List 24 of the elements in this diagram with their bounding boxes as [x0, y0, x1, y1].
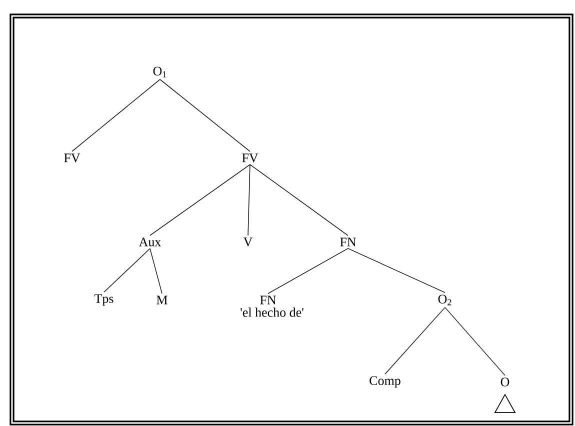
tree-label: O$_{2}$	[438, 294, 452, 306]
tree-label: Tps	[94, 294, 114, 306]
branch-line	[250, 164, 348, 236]
tree-label: FN	[340, 238, 356, 246]
branch-line	[150, 248, 162, 294]
tree-label: Comp	[370, 376, 400, 388]
branch-line	[104, 248, 150, 293]
tree-label: M	[156, 296, 168, 304]
branch-line	[444, 307, 506, 376]
tree-label: FV	[242, 154, 258, 162]
tree-label: O$_{1}$	[153, 66, 166, 78]
tree-label: FV	[64, 154, 80, 162]
branch-line	[348, 248, 446, 293]
branch-line	[248, 164, 250, 236]
node-caption: 'el hecho de'	[240, 308, 304, 317]
branch-line	[268, 248, 348, 294]
tree-label: Aux	[138, 238, 162, 246]
tree-label: O	[500, 378, 510, 386]
tree-label: V	[243, 238, 253, 246]
branch-line	[72, 79, 160, 152]
branch-line	[384, 307, 446, 374]
branch-line	[160, 79, 250, 152]
tree-label: FN	[260, 296, 276, 304]
branch-line	[150, 164, 250, 236]
